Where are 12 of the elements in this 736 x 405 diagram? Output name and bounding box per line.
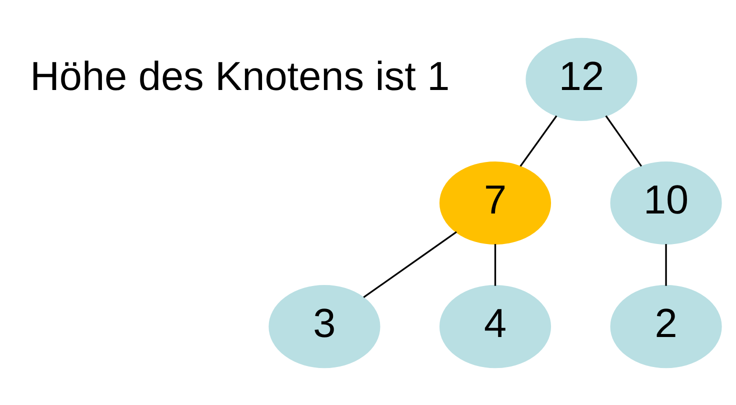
node-ellipse: 3 <box>268 284 380 368</box>
node-ellipse: 12 <box>526 37 638 120</box>
connector <box>520 114 558 166</box>
node-ellipse: 2 <box>610 284 722 368</box>
node-ellipse: 10 <box>610 160 722 244</box>
connector <box>494 244 496 286</box>
node-ellipse: 7 <box>439 160 552 244</box>
connector <box>605 114 642 166</box>
connector <box>363 230 457 298</box>
label: Höhe des Knotens ist 1 <box>30 52 450 98</box>
node-ellipse: 4 <box>439 284 552 368</box>
connector <box>665 244 667 286</box>
